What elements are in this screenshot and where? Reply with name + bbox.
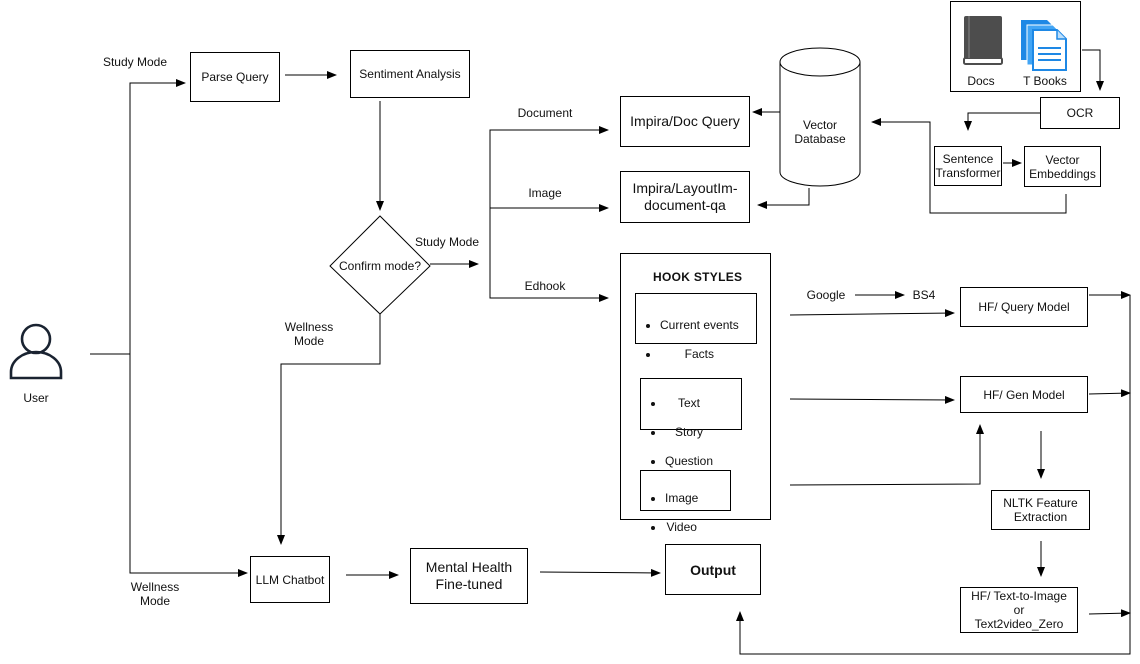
- output-node: Output: [665, 544, 761, 595]
- user-label: User: [23, 391, 49, 405]
- sources-panel: Docs T Books: [950, 1, 1081, 92]
- documents-icon: [1021, 20, 1067, 71]
- vector-database-cylinder: [779, 62, 861, 187]
- hook-item-text: Text: [665, 396, 713, 411]
- branch-edhook-arrow: [489, 208, 609, 302]
- sentence-transformer-node: Sentence Transformer: [934, 146, 1002, 186]
- user-to-llm-arrow: [129, 354, 248, 577]
- mental-to-output-arrow: [539, 568, 661, 577]
- wellness-mode-branch-label: Wellness Mode: [284, 320, 334, 348]
- embeddings-to-vectordb-arrow: [871, 118, 1067, 214]
- document-branch-label: Document: [517, 106, 573, 120]
- ocr-node: OCR: [1040, 97, 1120, 129]
- tbooks-label: T Books: [1023, 74, 1067, 88]
- hook-item-story: Story: [665, 425, 713, 440]
- image-branch-label: Image: [528, 186, 562, 200]
- study-mode-branch-label: Study Mode: [414, 235, 480, 249]
- hook-group-text: Text Story Question: [640, 378, 742, 468]
- impira-doc-query-node: Impira/Doc Query: [620, 96, 750, 147]
- parse-query-node: Parse Query: [190, 52, 280, 102]
- google-label: Google: [806, 288, 846, 302]
- docs-label: Docs: [967, 74, 995, 88]
- hook-group-2-list: Text Story Question: [637, 381, 713, 483]
- hf-query-model-node: HF/ Query Model: [960, 287, 1088, 327]
- texttoimage-to-bus-arrow: [1088, 609, 1131, 618]
- user-icon: [9, 323, 63, 380]
- bs4-label: BS4: [912, 288, 936, 302]
- study-mode-label: Study Mode: [102, 55, 168, 69]
- hook-group-current-events: Current events Facts: [635, 293, 757, 361]
- hook-item-question: Question: [665, 454, 713, 469]
- hf-text-to-image-node: HF/ Text-to-Image or Text2video_Zero: [960, 587, 1078, 633]
- hook-styles-title: HOOK STYLES: [653, 270, 743, 284]
- nltk-feature-extraction-node: NLTK Feature Extraction: [991, 490, 1090, 530]
- wellness-mode-label: Wellness Mode: [130, 580, 180, 608]
- user-to-parse-arrow: [129, 79, 186, 354]
- vector-database-label: Vector Database: [794, 118, 846, 146]
- mental-health-node: Mental Health Fine-tuned: [410, 548, 528, 604]
- branch-document-arrow: [489, 126, 609, 298]
- genmodel-to-bus-arrow: [1088, 389, 1131, 398]
- group1-to-querymodel-arrow: [789, 309, 955, 318]
- hook-item-current-events: Current events: [660, 318, 739, 333]
- confirm-mode-label: Confirm mode?: [338, 259, 422, 273]
- group3-to-genmodel-arrow: [789, 424, 984, 486]
- vectordb-to-layoutlm-arrow: [757, 188, 810, 209]
- hook-styles-panel: HOOK STYLES Current events Facts Text St…: [620, 253, 771, 534]
- sources-to-ocr-arrow: [1082, 49, 1104, 91]
- confirm-mode-diamond: [329, 215, 431, 315]
- hook-group-3-list: Image Video: [637, 476, 698, 549]
- hf-gen-model-node: HF/ Gen Model: [960, 376, 1088, 413]
- book-icon: [963, 16, 1003, 65]
- hook-item-video: Video: [665, 520, 698, 535]
- confirm-to-llm-arrow: [277, 314, 381, 545]
- group2-to-genmodel-arrow: [789, 395, 955, 404]
- bus-to-output-arrow: [736, 295, 1131, 655]
- sentiment-analysis-node: Sentiment Analysis: [350, 50, 470, 98]
- impira-layoutlm-node: Impira/LayoutIm- document-qa: [620, 171, 750, 223]
- edhook-branch-label: Edhook: [524, 279, 566, 293]
- hook-group-1-list: Current events Facts: [632, 303, 739, 376]
- llm-chatbot-node: LLM Chatbot: [250, 556, 330, 603]
- vector-database-top: [779, 47, 861, 77]
- vector-embeddings-node: Vector Embeddings: [1024, 146, 1101, 187]
- hook-group-image: Image Video: [640, 470, 731, 534]
- ocr-to-sentence-arrow: [964, 112, 1040, 131]
- hook-item-facts: Facts: [660, 347, 739, 362]
- hook-item-image: Image: [665, 491, 698, 506]
